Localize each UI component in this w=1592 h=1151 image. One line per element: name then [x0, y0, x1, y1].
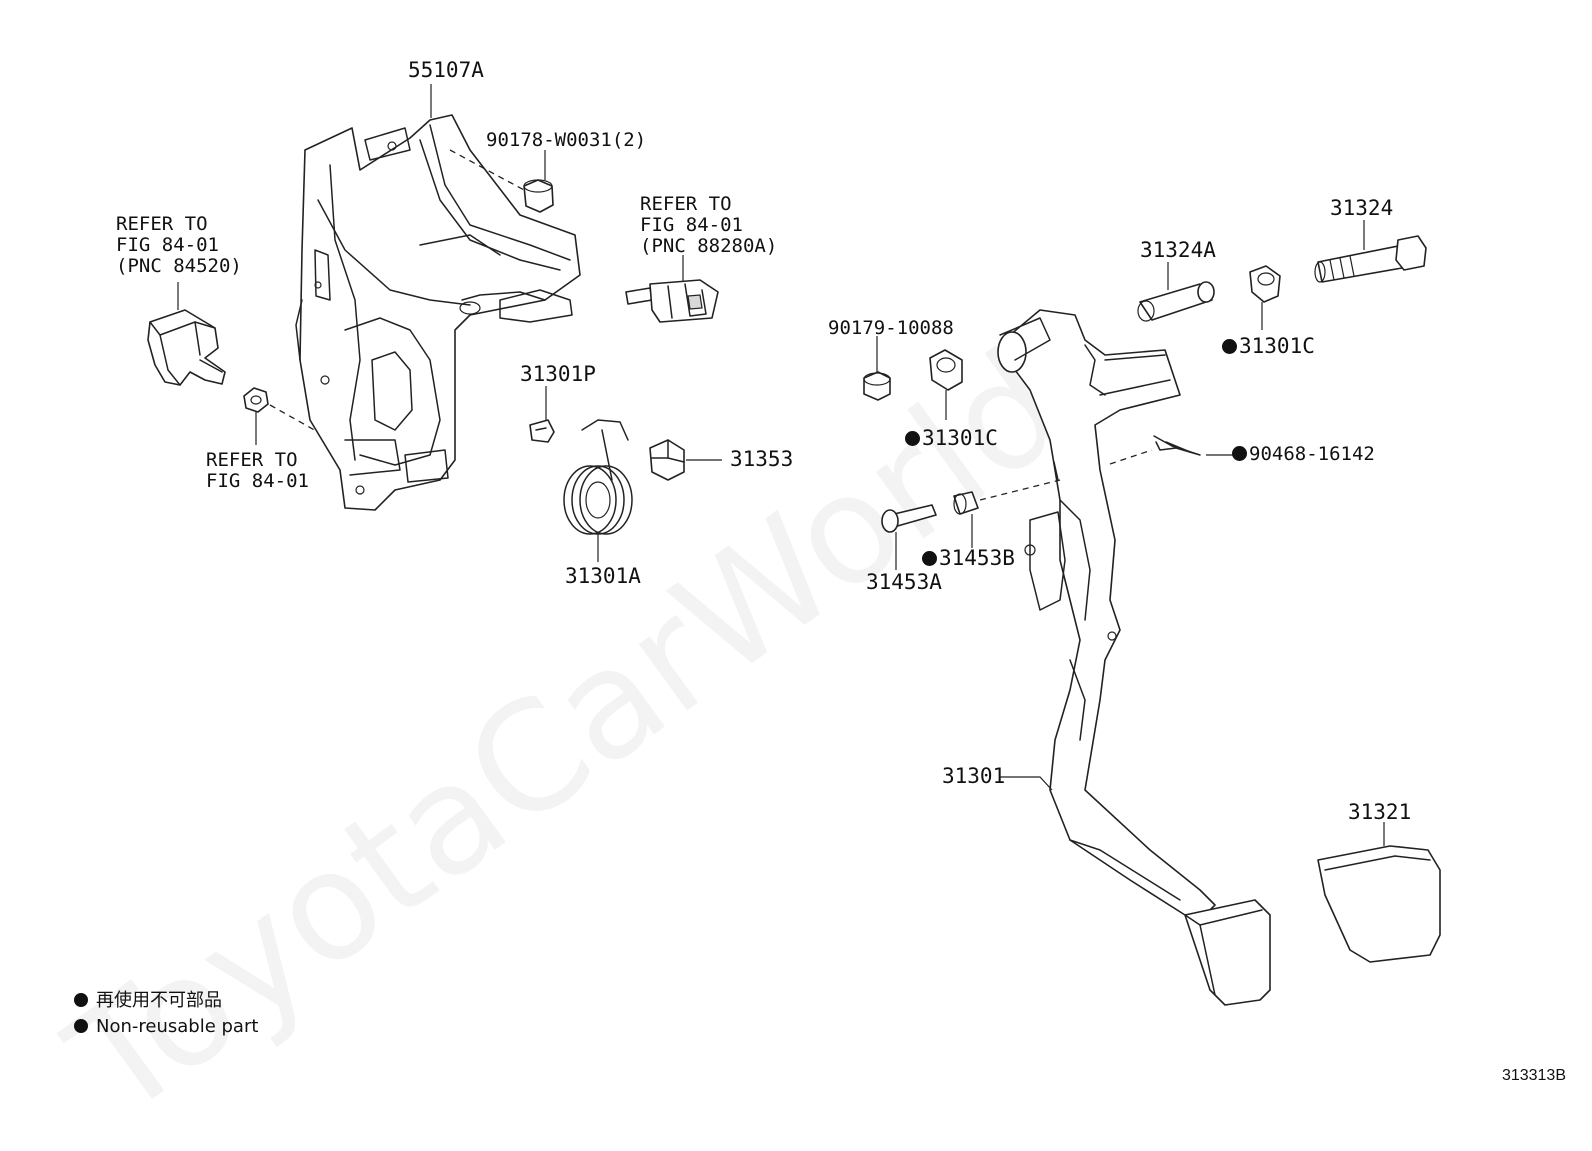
- nut-refer-drawing: [243, 387, 319, 445]
- callout-refer-84520: REFER TO FIG 84-01 (PNC 84520): [116, 213, 242, 277]
- parts-diagram: ToyotaCarWorld: [40, 58, 1566, 1151]
- non-reusable-dot: [905, 431, 920, 446]
- switch-88280A-drawing: [625, 255, 719, 323]
- callout-31324A: 31324A: [1140, 238, 1216, 262]
- callout-31301C-b-text: 31301C: [1239, 334, 1315, 358]
- callout-refer-fig-84-01: REFER TO FIG 84-01: [206, 449, 309, 492]
- legend-item-english: Non-reusable part: [74, 1016, 258, 1038]
- callout-31301: 31301: [942, 764, 1006, 788]
- non-reusable-dot: [922, 551, 937, 566]
- collar-31324A-drawing: [1137, 262, 1215, 322]
- stopper-31353-drawing: [649, 439, 722, 481]
- pedal-bracket-drawing: [295, 84, 581, 511]
- callout-31321: 31321: [1348, 800, 1412, 824]
- non-reusable-dot: [1222, 339, 1237, 354]
- legend-item-japanese: 再使用不可部品: [74, 990, 222, 1012]
- callout-90179-10088: 90179-10088: [828, 317, 954, 339]
- callout-31301P: 31301P: [520, 362, 596, 386]
- legend-dot: [74, 1019, 88, 1033]
- legend-text: 再使用不可部品: [96, 990, 222, 1011]
- callout-90178-W0031: 90178-W0031(2): [486, 129, 647, 151]
- nut-90179-drawing: [863, 336, 891, 401]
- diagram-drawing: [147, 84, 1441, 1006]
- pedal-pad-31321-drawing: [1317, 822, 1441, 963]
- clip-31301P-drawing: [529, 386, 555, 443]
- bolt-31324-drawing: [1314, 220, 1427, 283]
- legend-text: Non-reusable part: [96, 1016, 259, 1037]
- callout-31353: 31353: [730, 447, 794, 471]
- callout-31301C-b: 31301C: [1222, 336, 1315, 357]
- callout-31301C-a-text: 31301C: [922, 426, 998, 450]
- non-reusable-dot: [1232, 446, 1247, 461]
- bush-31453B-drawing: [953, 479, 1061, 548]
- callout-90468-16142-text: 90468-16142: [1249, 443, 1375, 465]
- nut-90178-drawing: [449, 149, 554, 213]
- callout-31301C-a: 31301C: [905, 428, 998, 449]
- sensor-84520-drawing: [147, 282, 226, 386]
- bush-31301C-b-drawing: [1249, 265, 1281, 330]
- spring-31301A-drawing: [563, 419, 633, 562]
- legend-dot: [74, 993, 88, 1007]
- callout-refer-88280A: REFER TO FIG 84-01 (PNC 88280A): [640, 193, 778, 257]
- callout-31301A: 31301A: [565, 564, 641, 588]
- callout-31453A: 31453A: [866, 570, 942, 594]
- bush-31301C-a-drawing: [929, 349, 963, 420]
- clip-90468-drawing: [1109, 435, 1235, 465]
- callout-31324: 31324: [1330, 196, 1394, 220]
- callout-31453B: 31453B: [922, 548, 1015, 569]
- clevis-pin-31453A-drawing: [881, 504, 937, 570]
- callout-31453B-text: 31453B: [939, 546, 1015, 570]
- figure-number: 313313B: [1501, 1067, 1566, 1084]
- callout-90468-16142: 90468-16142: [1232, 444, 1375, 465]
- callout-55107A: 55107A: [408, 58, 484, 82]
- pedal-arm-drawing: [997, 309, 1271, 1006]
